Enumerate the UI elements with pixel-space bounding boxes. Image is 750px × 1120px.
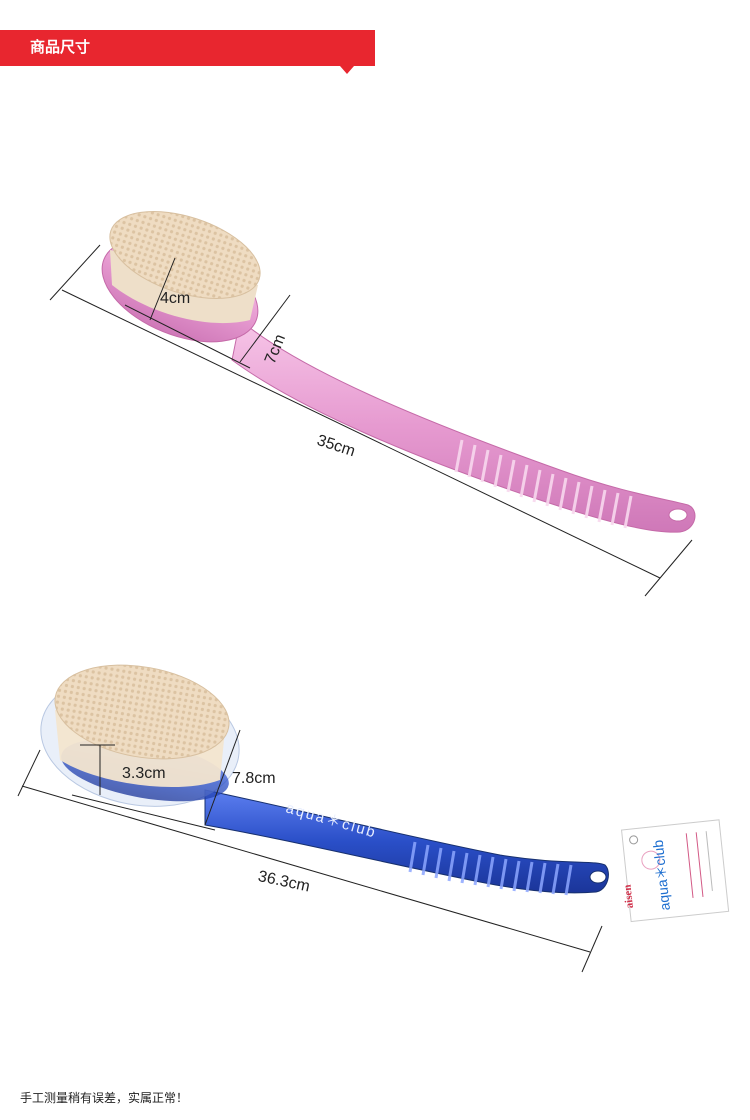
section-banner (0, 30, 375, 66)
pink-dimension-lines (49, 244, 693, 597)
blue-bristle-height-label: 3.3cm (122, 765, 166, 782)
blue-brush-bristles (54, 664, 230, 788)
pink-brush-grip-ribs (454, 439, 633, 529)
banner-notch (340, 66, 354, 74)
blue-brush-hang-hole (589, 870, 607, 884)
pink-bristle-height-label: 4cm (160, 290, 191, 307)
tag-product-name: aqua＊club (650, 839, 673, 911)
pink-brush-handle (231, 319, 696, 533)
pink-brush-bristles (109, 211, 261, 324)
blue-dimension-lines (17, 729, 603, 973)
blue-brush-grip-ribs (408, 841, 573, 896)
footer-note: 手工测量稍有误差，实属正常！ (20, 1091, 189, 1105)
tag-brand: aisen (622, 884, 636, 909)
blue-brush-handle (204, 789, 609, 894)
blue-head-width-label: 7.8cm (232, 770, 276, 787)
pink-brush (101, 211, 696, 533)
blue-brush: aqua＊club (40, 664, 609, 896)
pink-brush-hang-hole (668, 508, 688, 522)
product-tag (620, 819, 730, 923)
section-title: 商品尺寸 (30, 39, 91, 56)
